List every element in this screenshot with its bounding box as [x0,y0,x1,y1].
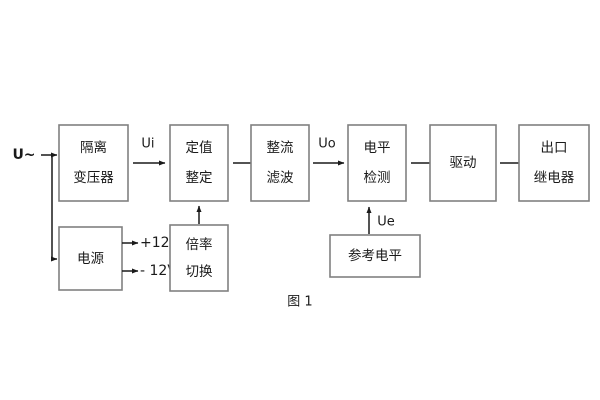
block-power-supply-line1: 电源 [77,251,104,267]
block-ratio-switch [169,224,229,292]
figure-caption: 图 1 [287,295,312,310]
block-ratio-switch-line2: 切换 [186,264,213,280]
block-ratio-switch-line1: 倍率 [186,236,213,253]
block-setpoint-adjust-line2: 整定 [186,170,213,186]
block-level-detection-line1: 电平 [364,140,391,156]
block-output-relay [518,124,590,202]
block-power-supply [58,226,123,291]
block-rectifier-filter-line1: 整流 [267,140,294,156]
block-reference-level-line1: 参考电平 [348,247,402,264]
block-setpoint-adjust [169,124,229,202]
input-bus-line [41,154,53,259]
block-reference-level [329,234,421,278]
block-output-relay-line1: 出口 [541,140,568,156]
block-rectifier-filter-line2: 滤波 [267,170,294,186]
block-isolation-transformer-line1: 隔离 [80,139,107,156]
block-driver-line1: 驱动 [450,155,477,171]
input-source-label: U~ [12,147,35,163]
signal-label-uo: Uo [318,137,336,152]
signal-label-ui: Ui [141,137,154,152]
block-isolation-transformer [58,124,129,202]
block-rectifier-filter [250,124,310,202]
block-setpoint-adjust-line1: 定值 [186,140,213,156]
signal-label-ue: Ue [377,215,395,230]
block-level-detection [347,124,407,202]
block-isolation-transformer-line2: 变压器 [73,170,114,186]
block-driver [429,124,497,202]
rail-label-negative: - 12V [140,263,177,279]
block-level-detection-line2: 检测 [364,170,391,186]
block-output-relay-line2: 继电器 [534,170,575,186]
